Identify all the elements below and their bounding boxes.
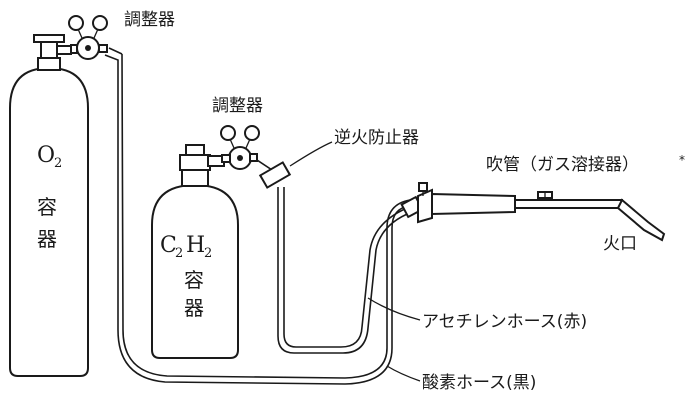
leader-lines — [289, 141, 421, 382]
acetylene-cylinder — [151, 144, 239, 359]
oxygen-formula-subscript: 2 — [54, 156, 62, 171]
oxygen-container-char-2: 器 — [37, 227, 57, 251]
regulator-oxygen-label: 調整器 — [124, 10, 175, 30]
oxygen-hose-label: 酸素ホース(黒) — [422, 373, 536, 393]
oxygen-regulator — [68, 15, 108, 60]
acetylene-formula-c: C — [160, 233, 177, 258]
oxygen-hose — [104, 47, 411, 385]
oxygen-cylinder — [9, 34, 89, 377]
blowpipe-torch — [400, 182, 666, 242]
blowpipe-footnote-mark: * — [679, 153, 685, 167]
acetylene-regulator — [220, 125, 260, 170]
acetylene-formula-h: H — [186, 233, 205, 258]
blowpipe-label: 吹管（ガス溶接器） — [486, 155, 639, 175]
oxygen-formula: O — [37, 143, 55, 168]
flashback-arrestor — [258, 161, 292, 189]
acetylene-hose — [253, 157, 413, 354]
tip-label: 火口 — [603, 234, 637, 254]
acetylene-container-char-1: 容 — [184, 268, 204, 292]
flashback-arrestor-label: 逆火防止器 — [334, 128, 419, 148]
acetylene-hose-label: アセチレンホース(赤) — [422, 312, 587, 332]
acetylene-formula-c-subscript: 2 — [175, 246, 183, 261]
oxygen-container-char-1: 容 — [37, 195, 57, 219]
acetylene-container-char-2: 器 — [184, 296, 204, 320]
regulator-acetylene-label: 調整器 — [212, 96, 263, 116]
acetylene-formula-h-subscript: 2 — [204, 246, 212, 261]
